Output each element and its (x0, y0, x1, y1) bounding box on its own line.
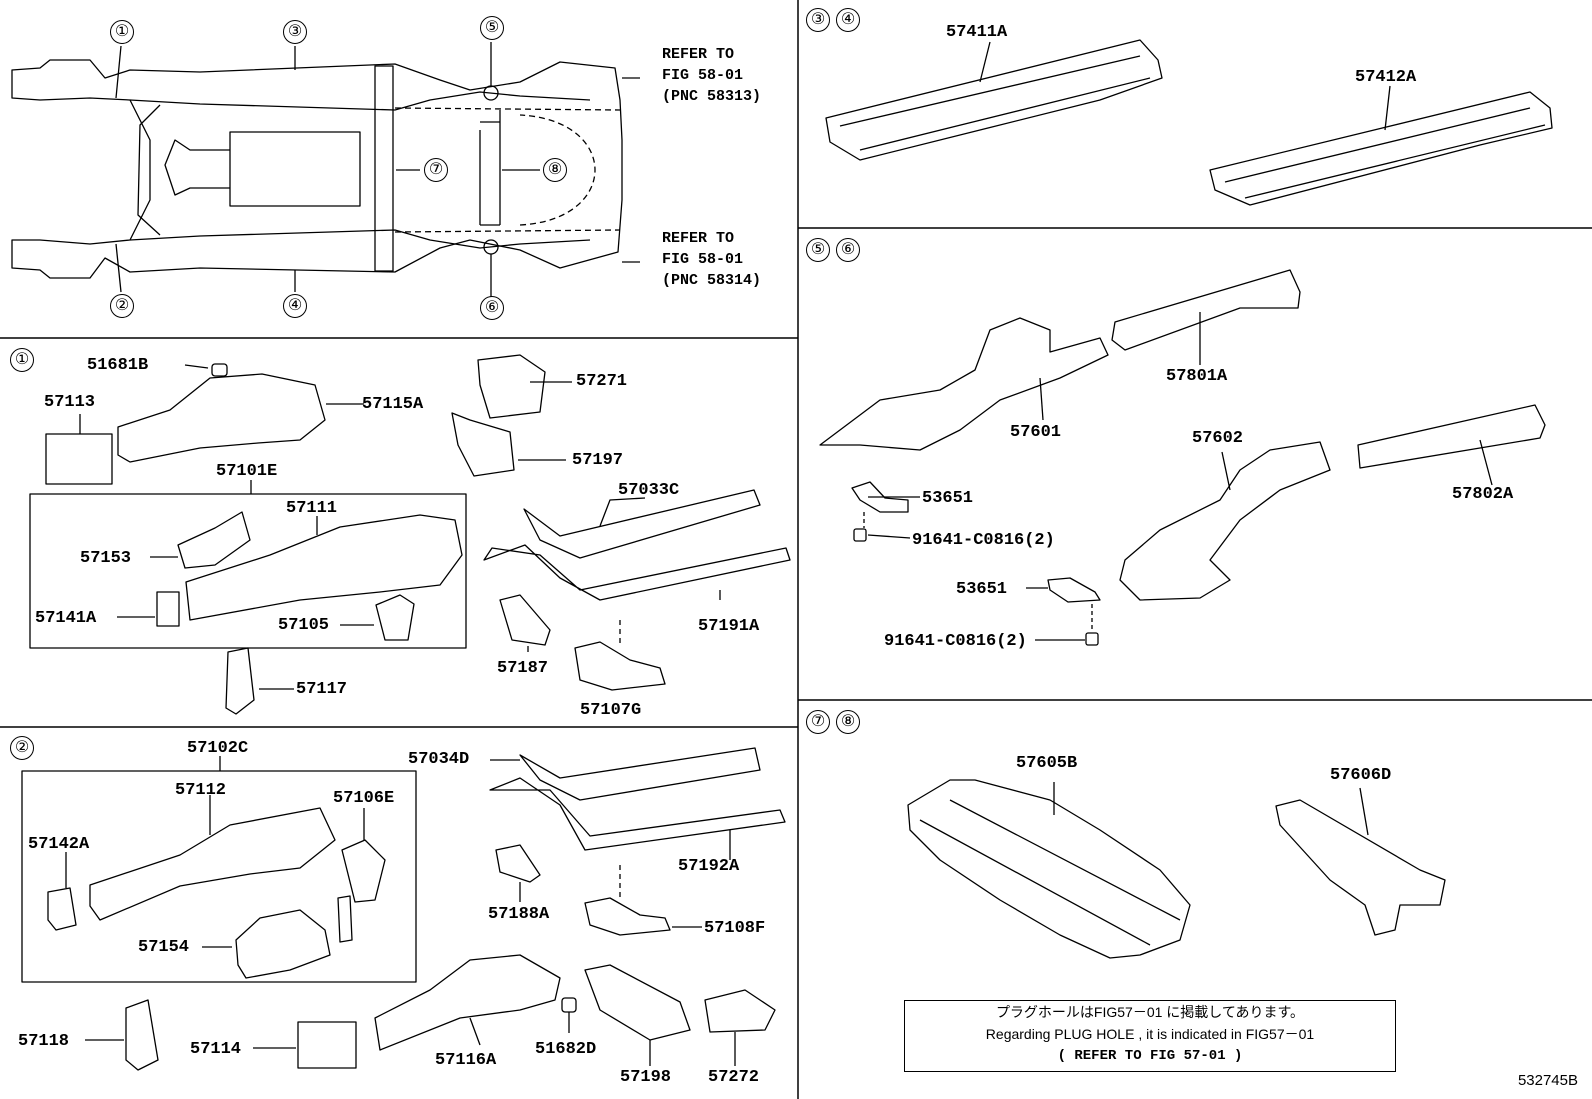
part-label: 57192A (678, 857, 740, 876)
part-label: 57106E (333, 789, 395, 808)
figure-number: 532745B (1517, 1072, 1578, 1089)
part-label: 57188A (488, 905, 550, 924)
panel-2-tag: ② (10, 736, 34, 760)
note-line-2: Regarding PLUG HOLE , it is indicated in… (985, 1026, 1315, 1042)
panel-78-drawings (907, 779, 1446, 959)
part-label: 57606D (1330, 766, 1392, 785)
panel-56-tag-a: ⑤ (806, 238, 830, 262)
callout-6: ⑥ (480, 296, 504, 320)
part-label: 57187 (497, 659, 549, 678)
panel-56-tag-b: ⑥ (836, 238, 860, 262)
panel-34-tag-a: ③ (806, 8, 830, 32)
part-label: 57033C (618, 481, 680, 500)
callout-8: ⑧ (543, 158, 567, 182)
note-line-3: ( REFER TO FIG 57-01 ) (1057, 1048, 1243, 1064)
panel-2-drawings (21, 747, 786, 1071)
part-label: 57116A (435, 1051, 497, 1070)
part-label: 57118 (18, 1032, 70, 1051)
part-label: 57601 (1010, 423, 1062, 442)
part-label: 57117 (296, 680, 348, 699)
part-label: 57113 (44, 393, 96, 412)
part-label: 57802A (1452, 485, 1514, 504)
part-label: 91641-C0816(2) (884, 632, 1027, 651)
note-line-1: プラグホールはFIG57－01 に掲載してあります。 (995, 1004, 1305, 1020)
panel-56-drawings (819, 269, 1546, 646)
part-label: 57102C (187, 739, 249, 758)
refer-lower: REFER TO FIG 58-01 (PNC 58314) (662, 230, 762, 289)
callout-5: ⑤ (480, 16, 504, 40)
part-label: 57114 (190, 1040, 242, 1059)
part-label: 57142A (28, 835, 90, 854)
part-label: 57605B (1016, 754, 1078, 773)
part-label: 53651 (922, 489, 974, 508)
part-label: 57034D (408, 750, 470, 769)
panel-34-drawings (825, 39, 1553, 206)
part-label: 57141A (35, 609, 97, 628)
part-label: 57412A (1355, 68, 1417, 87)
callout-1: ① (110, 20, 134, 44)
callout-4: ④ (283, 294, 307, 318)
panel-78-tag-a: ⑦ (806, 710, 830, 734)
part-label: 57801A (1166, 367, 1228, 386)
part-label: 91641-C0816(2) (912, 531, 1055, 550)
underbody-overview (11, 42, 640, 298)
panel-1-tag: ① (10, 348, 34, 372)
part-label: 57411A (946, 23, 1008, 42)
panel-34-tag-b: ④ (836, 8, 860, 32)
plug-hole-note: プラグホールはFIG57－01 に掲載してあります。 Regarding PLU… (904, 1000, 1396, 1072)
part-label: 57105 (278, 616, 330, 635)
part-label: 57115A (362, 395, 424, 414)
part-label: 57198 (620, 1068, 672, 1087)
part-label: 57602 (1192, 429, 1244, 448)
part-label: 57191A (698, 617, 760, 636)
part-label: 57271 (576, 372, 628, 391)
panel-1-drawings (29, 354, 791, 715)
callout-7: ⑦ (424, 158, 448, 182)
part-label: 57154 (138, 938, 190, 957)
part-label: 51682D (535, 1040, 597, 1059)
part-label: 53651 (956, 580, 1008, 599)
part-label: 57153 (80, 549, 132, 568)
callout-2: ② (110, 294, 134, 318)
part-label: 57111 (286, 499, 338, 518)
refer-upper: REFER TO FIG 58-01 (PNC 58313) (662, 46, 762, 105)
part-label: 57101E (216, 462, 278, 481)
part-label: 57107G (580, 701, 642, 720)
part-label: 57108F (704, 919, 766, 938)
panel-78-tag-b: ⑧ (836, 710, 860, 734)
callout-3: ③ (283, 20, 307, 44)
part-label: 57112 (175, 781, 227, 800)
part-label: 57197 (572, 451, 624, 470)
part-label: 51681B (87, 356, 149, 375)
part-label: 57272 (708, 1068, 760, 1087)
